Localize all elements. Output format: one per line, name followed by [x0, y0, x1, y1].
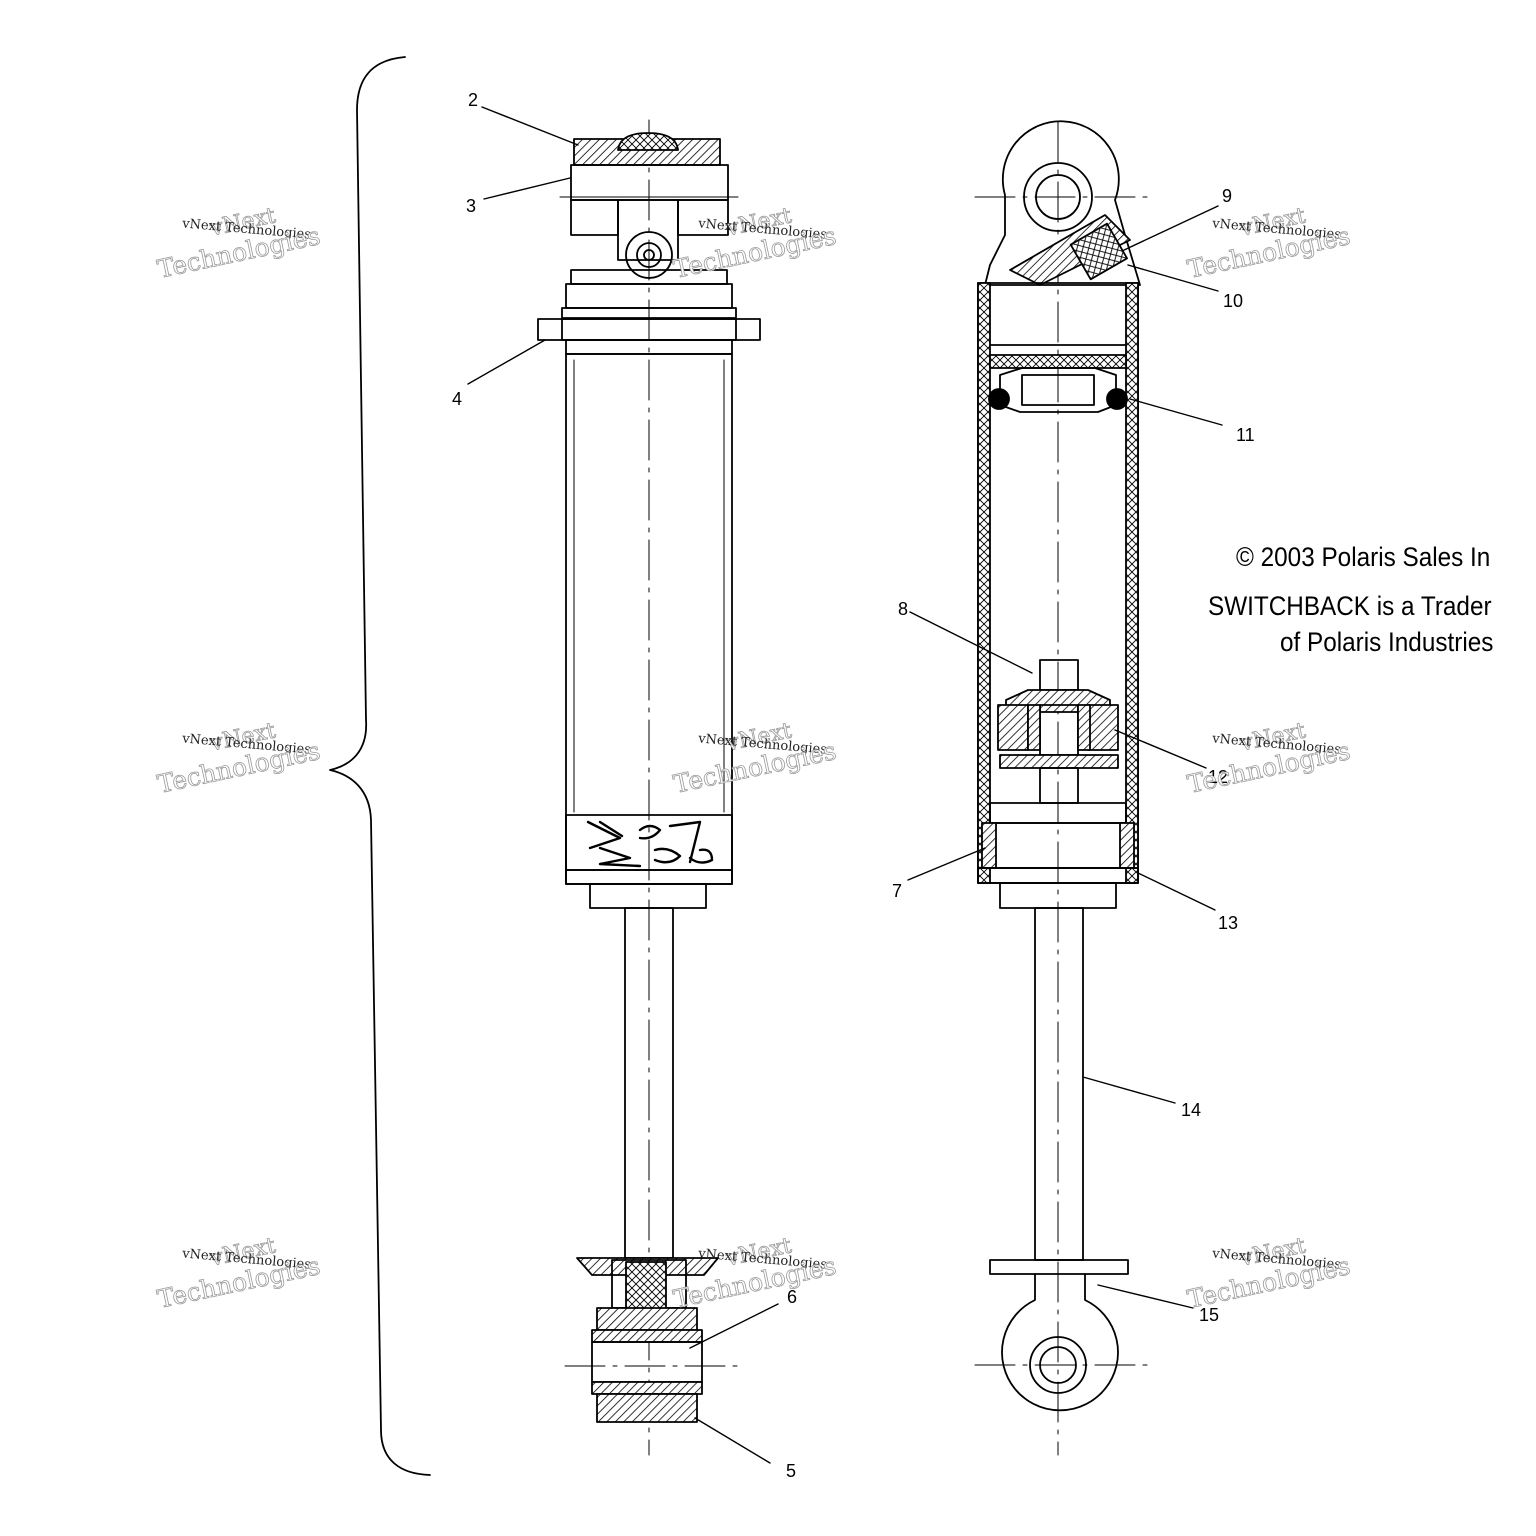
callout-11: 11 [1236, 425, 1255, 445]
callout-7: 7 [892, 881, 903, 901]
leader-lines [467, 106, 1223, 1464]
callout-6: 6 [787, 1287, 798, 1307]
copyright-line-2: SWITCHBACK is a Trader [1208, 591, 1492, 621]
callout-2: 2 [468, 90, 479, 110]
assembly-brace [329, 56, 431, 1476]
callout-14: 14 [1181, 1100, 1202, 1120]
callout-8: 8 [898, 599, 909, 619]
copyright-line-3: of Polaris Industries [1280, 627, 1494, 657]
callout-5: 5 [786, 1461, 797, 1481]
left-shock-exterior [537, 119, 761, 1456]
right-shock-cutaway [974, 120, 1151, 1456]
callout-9: 9 [1222, 186, 1233, 206]
copyright-line-1: © 2003 Polaris Sales In [1236, 542, 1491, 572]
callout-4: 4 [452, 389, 463, 409]
callout-13: 13 [1218, 913, 1239, 933]
callout-12: 12 [1208, 767, 1229, 787]
callout-15: 15 [1199, 1305, 1220, 1325]
callout-10: 10 [1223, 291, 1244, 311]
callout-3: 3 [466, 196, 477, 216]
